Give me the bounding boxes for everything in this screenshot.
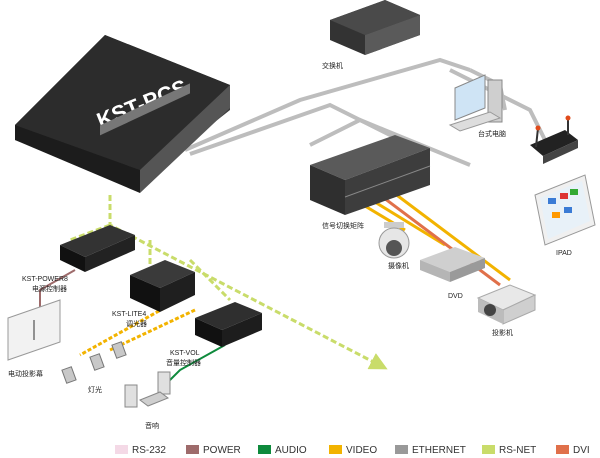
legend-label: ETHERNET <box>412 445 466 456</box>
dvd-player <box>420 247 485 282</box>
power-desc: 电源控制器 <box>32 284 67 293</box>
ipad-label: IPAD <box>556 250 572 257</box>
audio-label: 音响 <box>145 421 159 430</box>
legend-item: DVI <box>556 445 590 456</box>
projector-device <box>476 284 537 325</box>
dimmer-controller <box>130 260 195 312</box>
legend-swatch <box>395 445 408 454</box>
legend-item: VIDEO <box>329 445 377 456</box>
projection-screen <box>7 299 61 361</box>
wireless-router <box>530 115 578 164</box>
legend-label: VIDEO <box>346 445 377 456</box>
legend-swatch <box>258 445 271 454</box>
volume-controller <box>195 302 262 347</box>
legend-swatch <box>482 445 495 454</box>
legend-label: POWER <box>203 445 241 456</box>
legend-label: RS-232 <box>132 445 166 456</box>
legend-item: RS-232 <box>115 445 166 456</box>
power-controller <box>60 225 135 272</box>
stage-lights <box>61 341 127 384</box>
ipad-device <box>534 174 596 246</box>
audio-cable <box>169 344 226 381</box>
legend-label: RS-NET <box>499 445 536 456</box>
power-cable <box>39 269 76 310</box>
vol-desc: 音量控制器 <box>166 358 201 367</box>
legend-swatch <box>115 445 128 454</box>
power-name: KST-POWER8 <box>22 276 68 283</box>
speakers <box>124 371 171 408</box>
legend-swatch <box>186 445 199 454</box>
desktop-computer <box>448 74 503 132</box>
legend-label: DVI <box>573 445 590 456</box>
network-switch <box>330 0 420 55</box>
vol-name: KST-VOL <box>170 350 200 357</box>
switch-label: 交换机 <box>322 61 343 70</box>
main-controller: KST-PCS <box>15 35 230 193</box>
signal-matrix <box>310 135 431 215</box>
legend-item: ETHERNET <box>395 445 466 456</box>
legend-item: POWER <box>186 445 241 456</box>
legend-item: RS-NET <box>482 445 536 456</box>
legend-item: AUDIO <box>258 445 307 456</box>
lights-label: 灯光 <box>88 385 102 394</box>
desktop-label: 台式电脑 <box>478 129 506 138</box>
camera-label: 摄像机 <box>388 261 409 270</box>
screen-label: 电动投影幕 <box>8 369 43 378</box>
lite-desc: 调光器 <box>126 319 147 328</box>
legend-swatch <box>556 445 569 454</box>
legend-swatch <box>329 445 342 454</box>
camera-device <box>378 222 410 259</box>
legend-label: AUDIO <box>275 445 307 456</box>
projector-label: 投影机 <box>492 328 513 337</box>
dvd-label: DVD <box>448 293 463 300</box>
matrix-label: 信号切换矩阵 <box>322 221 364 230</box>
legend: RS-232 POWER AUDIO VIDEO ETHERNET RS-NET… <box>115 445 590 456</box>
lite-name: KST-LITE4 <box>112 311 146 318</box>
